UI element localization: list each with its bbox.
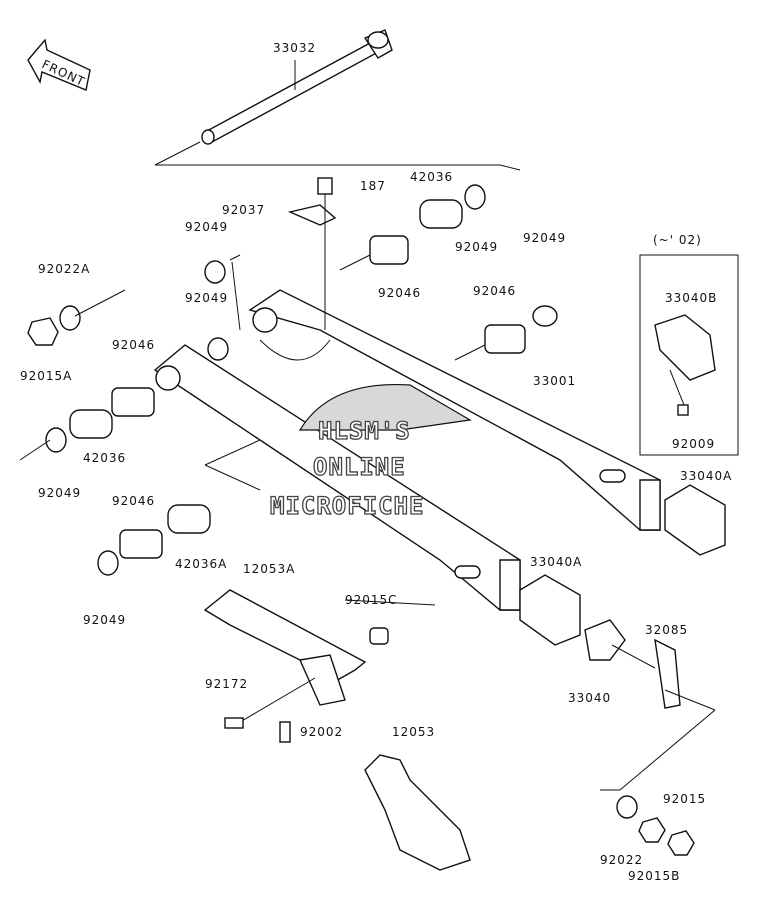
collar-92049-top-right	[464, 184, 486, 210]
label-92015A: 92015A	[20, 369, 72, 383]
label-92022A: 92022A	[38, 262, 90, 276]
label-33040A-right: 33040A	[680, 469, 732, 483]
watermark-line-1: HLSM'S	[318, 417, 411, 445]
label-92015: 92015	[663, 792, 706, 806]
label-12053A: 12053A	[243, 562, 295, 576]
chain-guard-12053	[364, 754, 471, 871]
collar-92049-left-c	[45, 427, 67, 453]
label-92049-left-b: 92049	[185, 291, 228, 305]
label-42036A: 42036A	[175, 557, 227, 571]
nut-92015B	[638, 817, 666, 843]
collar-92049-right	[532, 305, 558, 327]
label-32085: 32085	[645, 623, 688, 637]
collar-92049-left-b	[207, 337, 229, 361]
label-92172: 92172	[205, 677, 248, 691]
sleeve-42036-left	[69, 409, 113, 439]
adjuster-33040B	[654, 314, 716, 381]
watermark: HLSM'S ONLINE MICROFICHE	[269, 416, 425, 520]
label-187: 187	[360, 179, 386, 193]
bearing-92046-lower	[119, 529, 163, 559]
sleeve-42036-top	[419, 199, 463, 229]
collar-92049-lower	[97, 550, 119, 576]
label-92046-right: 92046	[473, 284, 516, 298]
swingarm-33001	[153, 289, 661, 611]
adjuster-33040A-right	[664, 484, 726, 556]
slider-bracket	[298, 654, 346, 706]
watermark-line-3: MICROFICHE	[270, 492, 425, 520]
block-32085	[654, 638, 681, 709]
bearing-92046-top	[369, 235, 409, 265]
label-33001: 33001	[533, 374, 576, 388]
label-variant-box: (~' 02)	[653, 233, 702, 247]
label-42036-left: 42036	[83, 451, 126, 465]
label-42036-top: 42036	[410, 170, 453, 184]
label-92049-left-a: 92049	[185, 220, 228, 234]
watermark-line-2: ONLINE	[313, 453, 406, 481]
label-92049-right: 92049	[523, 231, 566, 245]
pivot-hardware	[19, 177, 558, 576]
label-92015B: 92015B	[628, 869, 680, 883]
collar-92015C	[369, 627, 389, 645]
label-33040: 33040	[568, 691, 611, 705]
label-92046-top: 92046	[378, 286, 421, 300]
adjuster-33040	[584, 619, 626, 661]
bolt-92172	[224, 717, 244, 729]
bolt-187	[317, 177, 333, 195]
variant-box	[639, 254, 739, 456]
label-92009: 92009	[672, 437, 715, 451]
label-92049-top-right: 92049	[455, 240, 498, 254]
washer-92022A	[59, 305, 81, 331]
label-92037: 92037	[222, 203, 265, 217]
label-33040B: 33040B	[665, 291, 717, 305]
washer-92022	[616, 795, 638, 819]
label-33040A-mid: 33040A	[530, 555, 582, 569]
nut-92015	[667, 830, 695, 856]
collar-92049-left-a	[204, 260, 226, 284]
label-92015C: 92015C	[345, 593, 398, 607]
clip-92037	[287, 204, 337, 226]
front-arrow-icon: FRONT	[27, 38, 91, 91]
bearing-92046-right	[484, 324, 526, 354]
label-92022: 92022	[600, 853, 643, 867]
bolt-92002	[279, 721, 291, 743]
chain-slider-12053A	[203, 589, 367, 692]
bolt-92009	[677, 404, 689, 416]
nut-92015A	[27, 317, 59, 346]
label-92046-left: 92046	[112, 338, 155, 352]
label-92002: 92002	[300, 725, 343, 739]
label-92049-left-c: 92049	[38, 486, 81, 500]
adjuster-hardware	[519, 254, 739, 856]
adjuster-33040A-mid	[519, 574, 581, 646]
sleeve-42036A	[167, 504, 211, 534]
label-12053: 12053	[392, 725, 435, 739]
axle-shaft-33032	[154, 29, 521, 171]
chain-guard-hardware	[203, 589, 471, 871]
part-labels: 33032 187 92037 42036 92049 92049 92046 …	[20, 41, 732, 883]
label-92049-lower: 92049	[83, 613, 126, 627]
label-92046-lower: 92046	[112, 494, 155, 508]
bearing-92046-left	[111, 387, 155, 417]
label-33032: 33032	[273, 41, 316, 55]
